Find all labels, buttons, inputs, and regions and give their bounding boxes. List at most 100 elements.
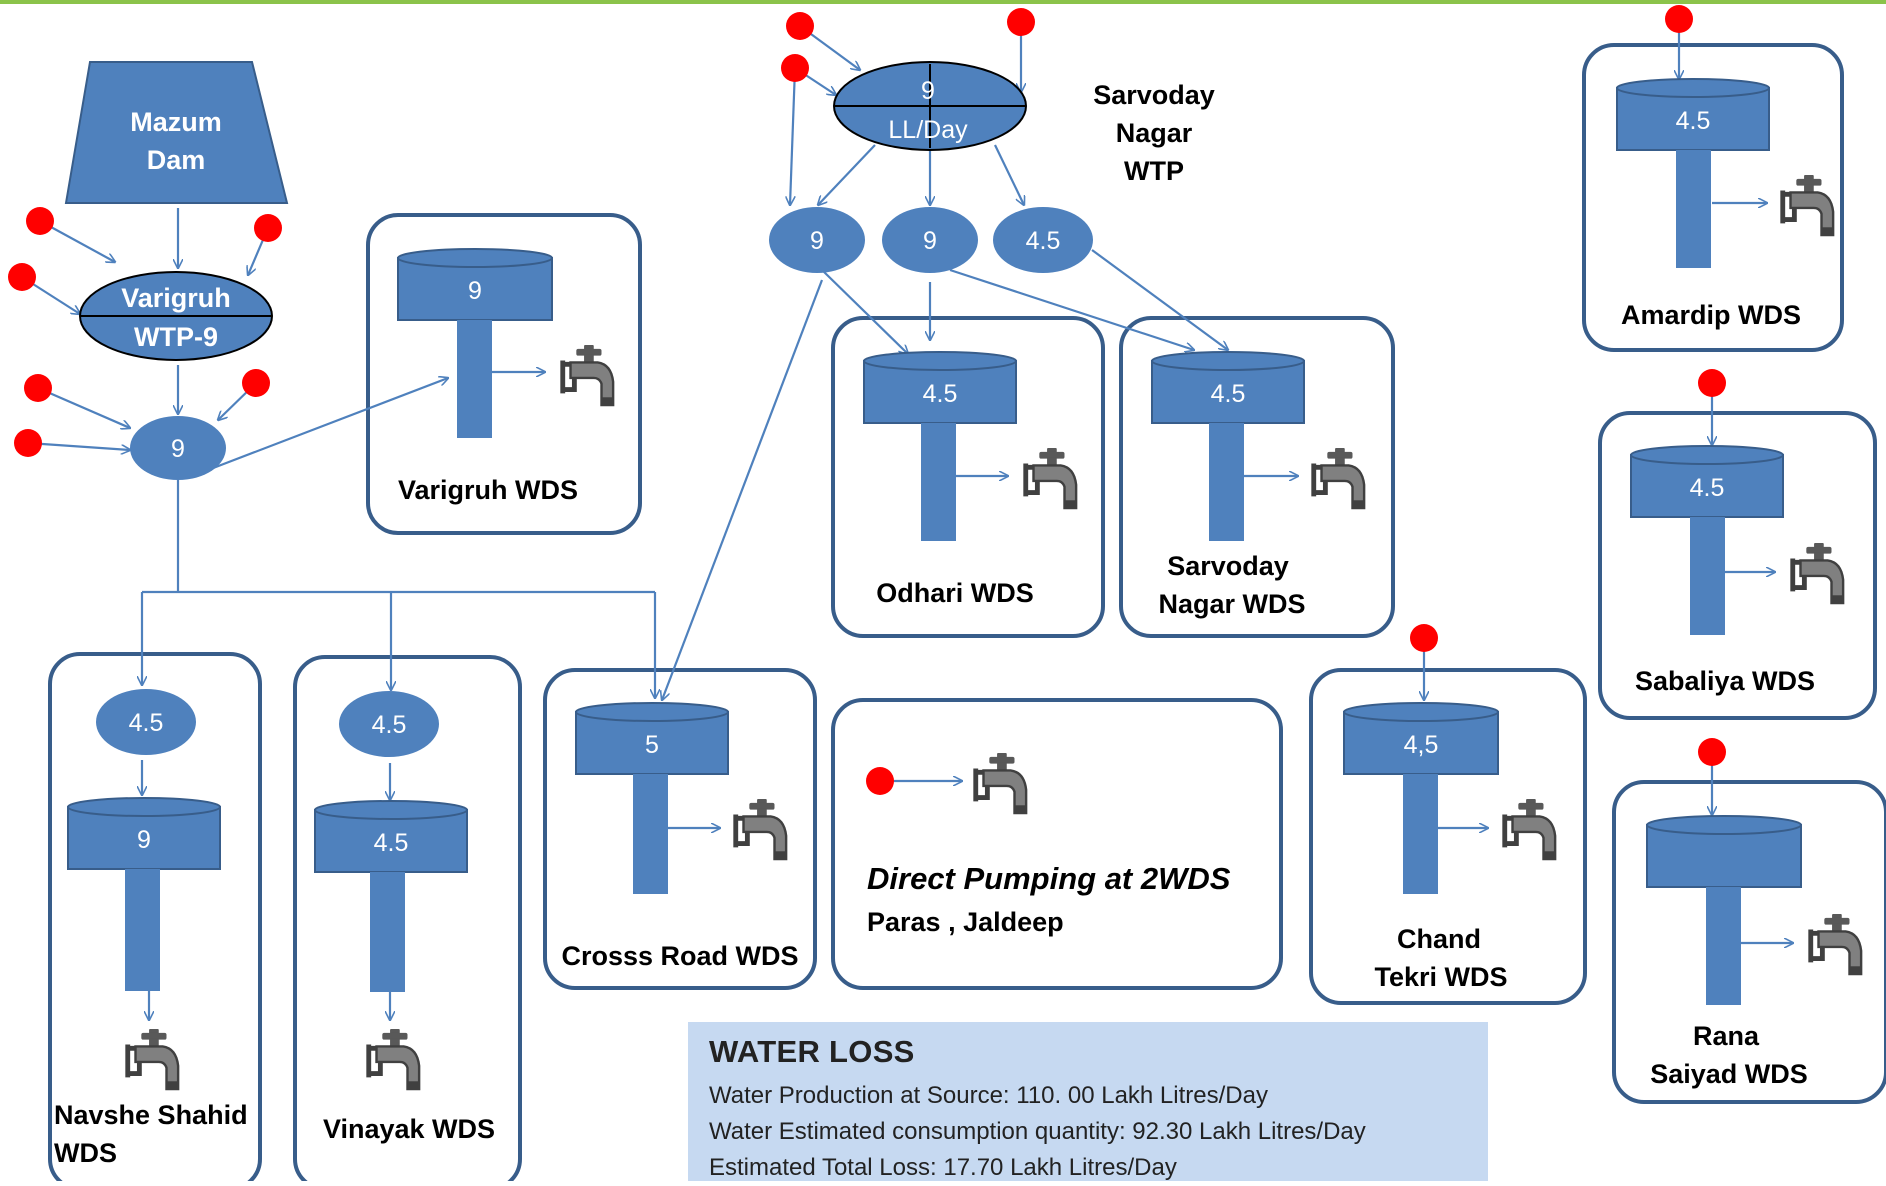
sarvoday-split-node — [769, 207, 865, 273]
chand-tekri-wds-label: Chand — [1397, 924, 1481, 954]
svg-text:5: 5 — [645, 731, 659, 759]
direct-pumping-title: Direct Pumping at 2WDS — [867, 861, 1231, 896]
sarvoday-wtp-label: Nagar — [1116, 118, 1193, 148]
sarvoday-nagar-wds-box — [1119, 316, 1395, 638]
water-loss-title: WATER LOSS — [709, 1034, 915, 1069]
sarvoday-split-node — [882, 207, 978, 273]
svg-text:9: 9 — [137, 826, 151, 854]
cross-road-wds-box — [543, 668, 817, 990]
sarvoday-wtp-label: WTP — [1124, 156, 1184, 186]
flow-arrow — [949, 268, 1194, 350]
flow-arrow — [790, 67, 797, 205]
flow-arrow — [39, 220, 115, 262]
tap-icon — [128, 1029, 178, 1089]
svg-text:4.5: 4.5 — [1211, 380, 1246, 408]
odhari-wds-box — [831, 316, 1105, 638]
valve-dot — [1410, 624, 1438, 652]
water-loss-line: Water Estimated consumption quantity: 92… — [709, 1118, 1366, 1145]
svg-text:9: 9 — [468, 277, 482, 305]
navshe-split-value: 4.5 — [129, 709, 164, 737]
chand-tekri-wds-label: Tekri WDS — [1374, 962, 1507, 992]
top-accent-bar — [0, 0, 1886, 4]
flow-arrow — [27, 441, 130, 450]
vinayak-wds-box — [293, 655, 522, 1181]
tap-icon — [1793, 543, 1843, 603]
flow-arrow — [994, 144, 1024, 205]
sabaliya-tank: 4.5 — [1630, 445, 1784, 635]
varigruh-tank: 9 — [397, 248, 553, 438]
flow-arrow — [37, 386, 130, 428]
sabaliya-wds-box — [1598, 411, 1877, 720]
varigruh-wtp-label: Varigruh — [121, 283, 231, 313]
sarvoday-wtp-label: Sarvoday — [1093, 80, 1215, 110]
valve-dot — [786, 12, 814, 40]
flow-arrow — [818, 144, 876, 205]
svg-text:4.5: 4.5 — [1676, 107, 1711, 135]
valve-dot — [254, 214, 282, 242]
valve-dot — [1698, 738, 1726, 766]
sarvoday-split-value: 4.5 — [1026, 227, 1061, 255]
sarvoday-nagar-wds-label: Sarvoday — [1167, 551, 1289, 581]
flow-arrow — [1091, 249, 1228, 350]
navshe-shahid-tank: 9 — [67, 797, 221, 991]
rana-saiyad-wds-label: Saiyad WDS — [1650, 1059, 1808, 1089]
navshe-shahid-wds-box — [48, 652, 262, 1181]
flow-arrow — [207, 378, 448, 472]
amardip-tank: 4.5 — [1616, 78, 1770, 268]
valve-dot — [866, 767, 894, 795]
mazum-dam-shape — [64, 61, 289, 204]
water-loss-line: Water Production at Source: 110. 00 Lakh… — [709, 1082, 1268, 1109]
water-loss-line: Estimated Total Loss: 17.70 Lakh Litres/… — [709, 1154, 1177, 1181]
sarvoday-split-node — [993, 207, 1093, 273]
navshe-shahid-wds-label: WDS — [54, 1138, 117, 1168]
cross-road-wds-label: Crosss Road WDS — [561, 941, 798, 971]
vinayak-wds-label: Vinayak WDS — [323, 1114, 495, 1144]
direct-pumping-subtitle: Paras , Jaldeep — [867, 907, 1064, 937]
sarvoday-wtp-unit: LL/Day — [888, 116, 968, 144]
tap-icon — [369, 1029, 419, 1089]
valve-dot — [8, 263, 36, 291]
tap-icon — [1314, 448, 1364, 508]
mazum-dam-label: Mazum — [130, 107, 222, 137]
valve-dot — [24, 374, 52, 402]
tap-icon — [1026, 448, 1076, 508]
sarvoday-nagar-tank: 4.5 — [1151, 351, 1305, 541]
tap-icon — [1811, 914, 1861, 974]
water-loss-panel: WATER LOSS Water Production at Source: 1… — [688, 1022, 1488, 1181]
valve-dot — [1698, 369, 1726, 397]
navshe-split-node — [96, 689, 196, 755]
varigruh-split-value: 9 — [171, 435, 185, 463]
svg-text:4.5: 4.5 — [923, 380, 958, 408]
chand-tekri-tank: 4,5 — [1343, 702, 1499, 894]
varigruh-wds-label: Varigruh WDS — [398, 475, 578, 505]
sarvoday-nagar-wds-label: Nagar WDS — [1158, 589, 1305, 619]
varigruh-wtp-label: WTP-9 — [134, 322, 218, 352]
rana-saiyad-wds-box — [1612, 780, 1886, 1104]
tap-icon — [1505, 799, 1555, 859]
vinayak-split-node — [339, 691, 439, 757]
tap-icon — [736, 799, 786, 859]
rana-saiyad-tank — [1646, 815, 1802, 1005]
vinayak-tank: 4.5 — [314, 800, 468, 992]
odhari-wds-label: Odhari WDS — [876, 578, 1034, 608]
vinayak-split-value: 4.5 — [372, 711, 407, 739]
navshe-shahid-wds-label: Navshe Shahid — [54, 1100, 248, 1130]
rana-saiyad-wds-label: Rana — [1693, 1021, 1760, 1051]
svg-text:4.5: 4.5 — [374, 829, 409, 857]
valve-dot — [781, 54, 809, 82]
svg-text:4,5: 4,5 — [1404, 731, 1439, 759]
cross-road-tank: 5 — [575, 702, 729, 894]
sabaliya-wds-label: Sabaliya WDS — [1635, 666, 1815, 696]
sarvoday-split-value: 9 — [923, 227, 937, 255]
valve-dot — [14, 429, 42, 457]
odhari-tank: 4.5 — [863, 351, 1017, 541]
sarvoday-split-value: 9 — [810, 227, 824, 255]
amardip-wds-label: Amardip WDS — [1621, 300, 1801, 330]
chand-tekri-wds-box — [1309, 668, 1587, 1005]
valve-dot — [26, 207, 54, 235]
mazum-dam-label: Dam — [147, 145, 206, 175]
valve-dot — [1007, 8, 1035, 36]
svg-text:4.5: 4.5 — [1690, 474, 1725, 502]
flow-arrow — [662, 279, 824, 700]
amardip-wds-box — [1582, 43, 1844, 352]
